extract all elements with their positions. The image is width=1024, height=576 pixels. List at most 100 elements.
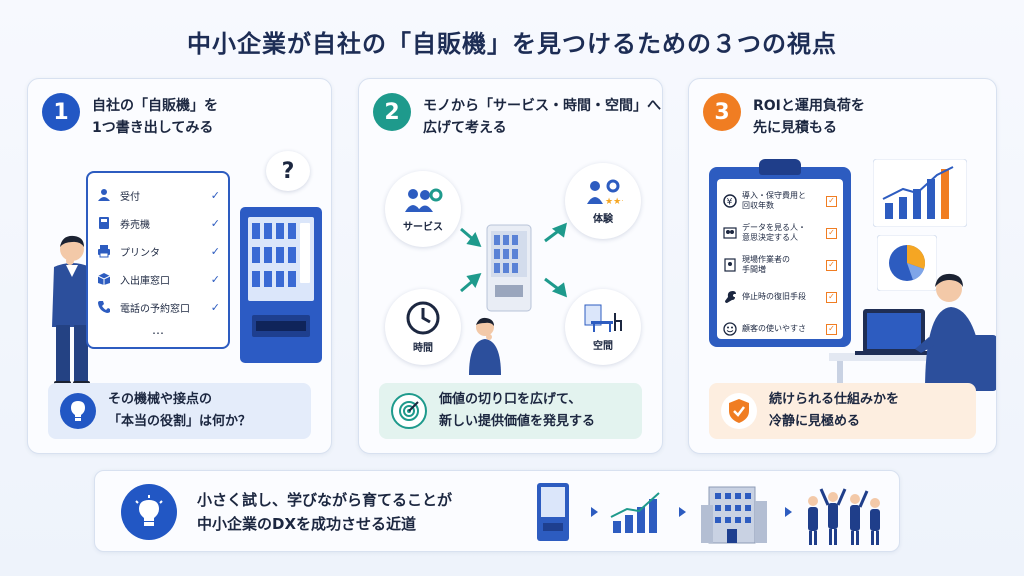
wrench-icon bbox=[723, 290, 737, 304]
pie-chart-illustration bbox=[877, 235, 937, 291]
box-icon bbox=[96, 271, 112, 287]
vending-machine-illustration bbox=[240, 207, 322, 363]
list-item-label: データを見る人・ 意思決定する人 bbox=[742, 223, 806, 242]
summary-banner: 小さく試し、学びながら育てることが 中小企業のDXを成功させる近道 bbox=[94, 470, 900, 552]
step-number-badge: 1 bbox=[42, 93, 80, 131]
card-title: 自社の「自販機」を 1つ書き出してみる bbox=[92, 98, 218, 136]
office-space-icon bbox=[584, 304, 622, 332]
person-at-laptop-illustration bbox=[829, 273, 996, 391]
clipboard-clip bbox=[759, 159, 801, 175]
node-space: 空間 bbox=[565, 289, 641, 365]
summary-text: 小さく試し、学びながら育てることが 中小企業のDXを成功させる近道 bbox=[197, 491, 453, 533]
progress-arrow-icon bbox=[785, 507, 792, 517]
list-item: ¥ 導入・保守費用と 回収年数 ✓ bbox=[723, 185, 837, 217]
card-header: 2 モノから「サービス・時間・空間」へ 広げて考える bbox=[373, 93, 661, 139]
list-item: データを見る人・ 意思決定する人 ✓ bbox=[723, 217, 837, 249]
ticket-machine-icon bbox=[96, 215, 112, 231]
lightbulb-icon bbox=[121, 484, 177, 540]
node-label: サービス bbox=[403, 221, 443, 233]
yen-icon: ¥ bbox=[723, 194, 737, 208]
insight-text: 価値の切り口を広げて、 新しい提供価値を発見する bbox=[439, 392, 596, 429]
card-header: 1 自社の「自販機」を 1つ書き出してみる bbox=[42, 93, 218, 139]
list-item: 電話の予約窓口 ✓ bbox=[96, 293, 220, 321]
question-bubble: ? bbox=[266, 151, 310, 191]
list-ellipsis: … bbox=[152, 323, 164, 337]
list-item-label: 入出庫窓口 bbox=[120, 275, 170, 287]
insight-box: その機械や接点の 「本当の役割」は何か？ bbox=[48, 383, 311, 439]
progress-arrow-icon bbox=[591, 507, 598, 517]
worker-icon bbox=[723, 258, 737, 272]
evaluation-clipboard: ¥ 導入・保守費用と 回収年数 ✓ データを見る人・ 意思決定する人 ✓ 現場作… bbox=[709, 159, 851, 347]
list-item: 券売機 ✓ bbox=[96, 209, 220, 237]
list-item-label: 現場作業者の 手間増 bbox=[742, 255, 790, 274]
clock-icon bbox=[406, 301, 440, 334]
checkbox-icon: ✓ bbox=[826, 227, 837, 239]
list-item: 停止時の復旧手段 ✓ bbox=[723, 281, 837, 313]
node-time: 時間 bbox=[385, 289, 461, 365]
checkbox-icon: ✓ bbox=[826, 259, 837, 271]
list-item: 受付 ✓ bbox=[96, 181, 220, 209]
node-service: サービス bbox=[385, 171, 461, 247]
checkmark-icon: ✓ bbox=[210, 244, 220, 258]
card-perspective-1: 1 自社の「自販機」を 1つ書き出してみる 受付 ✓ 券売機 ✓ プリンタ ✓ bbox=[27, 78, 332, 454]
list-item: 顧客の使いやすさ ✓ bbox=[723, 313, 837, 345]
target-icon bbox=[391, 393, 427, 429]
lightbulb-icon bbox=[60, 393, 96, 429]
bar-chart-illustration bbox=[873, 159, 967, 227]
list-item-label: 電話の予約窓口 bbox=[120, 303, 190, 315]
step-number-badge: 3 bbox=[703, 93, 741, 131]
insight-text: その機械や接点の 「本当の役割」は何か？ bbox=[108, 392, 252, 429]
svg-text:★★★: ★★★ bbox=[605, 197, 623, 206]
printer-icon bbox=[96, 243, 112, 259]
node-label: 空間 bbox=[593, 340, 613, 352]
team-celebrating-icon bbox=[808, 488, 880, 545]
card-perspective-2: 2 モノから「サービス・時間・空間」へ 広げて考える サービス ★★★ 体験 時… bbox=[358, 78, 663, 454]
person-star-icon: ★★★ bbox=[587, 179, 623, 206]
node-label: 体験 bbox=[593, 213, 613, 225]
list-item: 入出庫窓口 ✓ bbox=[96, 265, 220, 293]
list-item-label: 受付 bbox=[120, 191, 140, 203]
card-header: 3 ROIと運用負荷を 先に見積もる bbox=[703, 93, 865, 139]
list-item-label: 券売機 bbox=[120, 219, 150, 231]
touchpoint-checklist: 受付 ✓ 券売機 ✓ プリンタ ✓ 入出庫窓口 ✓ 電話の予約窓口 ✓ … bbox=[86, 171, 230, 349]
svg-text:¥: ¥ bbox=[727, 198, 733, 208]
card-perspective-3: 3 ROIと運用負荷を 先に見積もる ¥ 導入・保守費用と 回収年数 ✓ データ… bbox=[688, 78, 997, 454]
list-item-label: 導入・保守費用と 回収年数 bbox=[742, 191, 806, 210]
flow-arrows bbox=[460, 222, 568, 298]
checkmark-icon: ✓ bbox=[210, 300, 220, 314]
people-gear-icon bbox=[405, 188, 443, 212]
node-experience: ★★★ 体験 bbox=[565, 163, 641, 239]
checkbox-icon: ✓ bbox=[826, 195, 837, 207]
list-item-label: 停止時の復旧手段 bbox=[742, 292, 806, 301]
building-icon bbox=[701, 486, 767, 544]
list-item-label: 顧客の使いやすさ bbox=[742, 324, 806, 333]
insight-box: 続けられる仕組みかを 冷静に見極める bbox=[709, 383, 976, 439]
checkbox-icon: ✓ bbox=[826, 323, 837, 335]
checkmark-icon: ✓ bbox=[210, 188, 220, 202]
list-item-label: プリンタ bbox=[120, 247, 160, 259]
progress-arrow-icon bbox=[679, 507, 686, 517]
card-title: モノから「サービス・時間・空間」へ 広げて考える bbox=[423, 98, 661, 136]
smiley-icon bbox=[723, 322, 737, 336]
checkbox-icon: ✓ bbox=[826, 291, 837, 303]
checkmark-icon: ✓ bbox=[210, 272, 220, 286]
growth-chart-icon bbox=[610, 492, 660, 533]
person-icon bbox=[96, 187, 112, 203]
clipboard-paper: ¥ 導入・保守費用と 回収年数 ✓ データを見る人・ 意思決定する人 ✓ 現場作… bbox=[717, 179, 843, 339]
people-icon bbox=[723, 226, 737, 240]
list-item: 現場作業者の 手間増 ✓ bbox=[723, 249, 837, 281]
mini-vending-machine-icon bbox=[537, 483, 569, 541]
card-title: ROIと運用負荷を 先に見積もる bbox=[753, 98, 865, 136]
node-label: 時間 bbox=[413, 342, 433, 354]
insight-box: 価値の切り口を広げて、 新しい提供価値を発見する bbox=[379, 383, 642, 439]
step-number-badge: 2 bbox=[373, 93, 411, 131]
center-vending-machine bbox=[486, 224, 532, 312]
shield-check-icon bbox=[721, 393, 757, 429]
phone-icon bbox=[96, 299, 112, 315]
checkmark-icon: ✓ bbox=[210, 216, 220, 230]
insight-text: 続けられる仕組みかを 冷静に見極める bbox=[769, 392, 900, 429]
page-title: 中小企業が自社の「自販機」を見つけるための３つの視点 bbox=[187, 30, 837, 58]
question-mark: ? bbox=[281, 158, 295, 184]
person-thinking-illustration bbox=[469, 317, 501, 375]
list-item: プリンタ ✓ bbox=[96, 237, 220, 265]
